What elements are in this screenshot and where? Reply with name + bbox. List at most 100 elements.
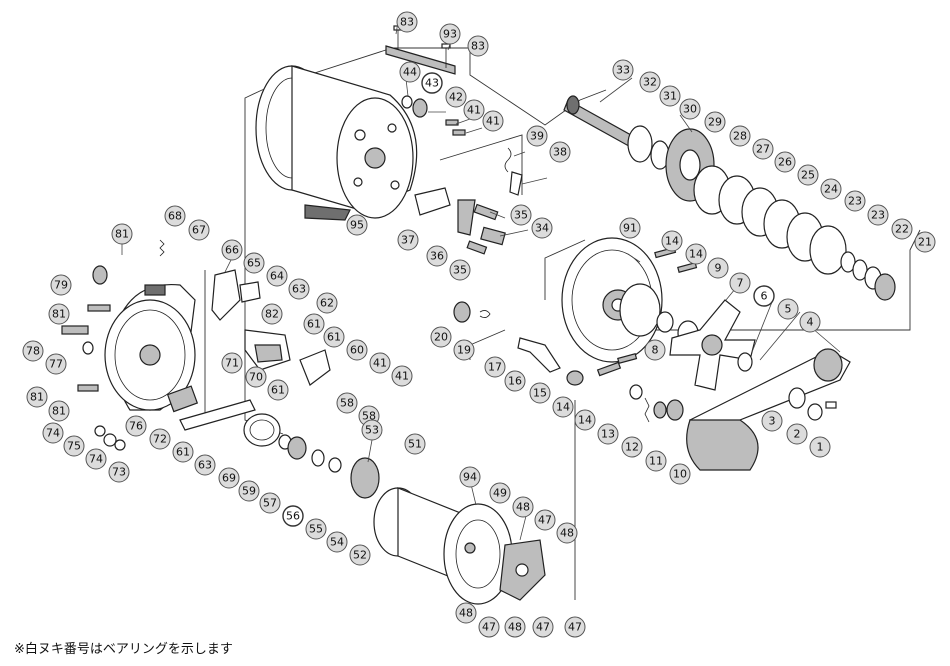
callout-14: 14 (685, 243, 707, 265)
svg-text:55: 55 (309, 523, 323, 536)
callout-15: 15 (529, 382, 551, 404)
callout-61: 61 (267, 379, 289, 401)
svg-text:95: 95 (350, 219, 364, 232)
callout-22: 22 (891, 218, 913, 240)
svg-text:42: 42 (449, 91, 463, 104)
callout-64: 64 (266, 265, 288, 287)
callout-6: 6 (753, 285, 775, 307)
svg-text:47: 47 (536, 621, 550, 634)
callout-17: 17 (484, 356, 506, 378)
callout-72: 72 (149, 428, 171, 450)
svg-text:75: 75 (67, 440, 81, 453)
drive-gear-train (563, 95, 896, 301)
callout-78: 78 (22, 340, 44, 362)
spool (373, 487, 546, 605)
svg-text:93: 93 (443, 28, 457, 41)
callout-44: 44 (399, 61, 421, 83)
svg-text:6: 6 (761, 290, 768, 303)
callout-14: 14 (661, 230, 683, 252)
callout-14: 14 (552, 396, 574, 418)
svg-text:5: 5 (785, 303, 792, 316)
svg-text:43: 43 (425, 77, 439, 90)
svg-text:41: 41 (373, 357, 387, 370)
callout-62: 62 (316, 292, 338, 314)
callout-10: 10 (669, 463, 691, 485)
callout-33: 33 (612, 59, 634, 81)
callout-55: 55 (305, 518, 327, 540)
callout-63: 63 (288, 278, 310, 300)
svg-text:28: 28 (733, 130, 747, 143)
callout-70: 70 (245, 366, 267, 388)
callout-41: 41 (463, 99, 485, 121)
svg-text:57: 57 (263, 497, 277, 510)
callout-2: 2 (786, 423, 808, 445)
callout-93: 93 (439, 23, 461, 45)
callout-47: 47 (564, 616, 586, 638)
callout-47: 47 (532, 616, 554, 638)
callout-32: 32 (639, 71, 661, 93)
svg-text:56: 56 (286, 510, 300, 523)
callout-35: 35 (449, 259, 471, 281)
callout-82: 82 (261, 303, 283, 325)
callout-91: 91 (619, 217, 641, 239)
callout-60: 60 (346, 339, 368, 361)
svg-text:14: 14 (578, 414, 592, 427)
callout-3: 3 (761, 410, 783, 432)
callout-51: 51 (404, 433, 426, 455)
callout-48: 48 (512, 496, 534, 518)
pawl-parts (453, 246, 698, 423)
svg-text:51: 51 (408, 438, 422, 451)
callout-81: 81 (26, 386, 48, 408)
svg-text:3: 3 (769, 415, 776, 428)
svg-text:74: 74 (46, 427, 60, 440)
callout-67: 67 (188, 219, 210, 241)
callout-47: 47 (534, 509, 556, 531)
callout-41: 41 (391, 365, 413, 387)
svg-text:59: 59 (242, 485, 256, 498)
svg-text:7: 7 (737, 277, 744, 290)
svg-text:47: 47 (482, 621, 496, 634)
callout-59: 59 (238, 480, 260, 502)
callout-61: 61 (323, 326, 345, 348)
callout-16: 16 (504, 370, 526, 392)
frame-small-parts (401, 95, 523, 255)
svg-text:81: 81 (115, 228, 129, 241)
svg-text:13: 13 (601, 428, 615, 441)
svg-text:35: 35 (453, 264, 467, 277)
svg-text:48: 48 (516, 501, 530, 514)
callout-53: 53 (361, 419, 383, 441)
svg-text:11: 11 (649, 455, 663, 468)
svg-text:58: 58 (362, 410, 376, 423)
svg-text:16: 16 (508, 375, 522, 388)
svg-text:60: 60 (350, 344, 364, 357)
callout-27: 27 (752, 138, 774, 160)
callout-21: 21 (914, 231, 936, 253)
svg-text:66: 66 (225, 244, 239, 257)
callout-41: 41 (369, 352, 391, 374)
svg-text:63: 63 (292, 283, 306, 296)
callouts: 83 93 83 44 43 42 41 41 39 38 35 34 35 3… (22, 11, 936, 638)
svg-text:72: 72 (153, 433, 167, 446)
callout-28: 28 (729, 125, 751, 147)
callout-57: 57 (259, 492, 281, 514)
callout-65: 65 (243, 252, 265, 274)
clamp-bar (385, 25, 456, 75)
svg-text:23: 23 (871, 209, 885, 222)
svg-text:54: 54 (330, 536, 344, 549)
callout-77: 77 (45, 353, 67, 375)
svg-text:49: 49 (493, 487, 507, 500)
svg-text:61: 61 (176, 446, 190, 459)
leader-lines (121, 21, 841, 541)
callout-13: 13 (597, 423, 619, 445)
callout-47: 47 (478, 616, 500, 638)
callout-12: 12 (621, 436, 643, 458)
svg-text:23: 23 (848, 195, 862, 208)
bearing-footnote: ※白ヌキ番号はベアリングを示します (14, 642, 233, 657)
svg-text:77: 77 (49, 358, 63, 371)
svg-text:17: 17 (488, 361, 502, 374)
right-side-plate (561, 237, 851, 471)
callout-54: 54 (326, 531, 348, 553)
callout-68: 68 (164, 205, 186, 227)
callout-61: 61 (303, 313, 325, 335)
svg-text:12: 12 (625, 441, 639, 454)
